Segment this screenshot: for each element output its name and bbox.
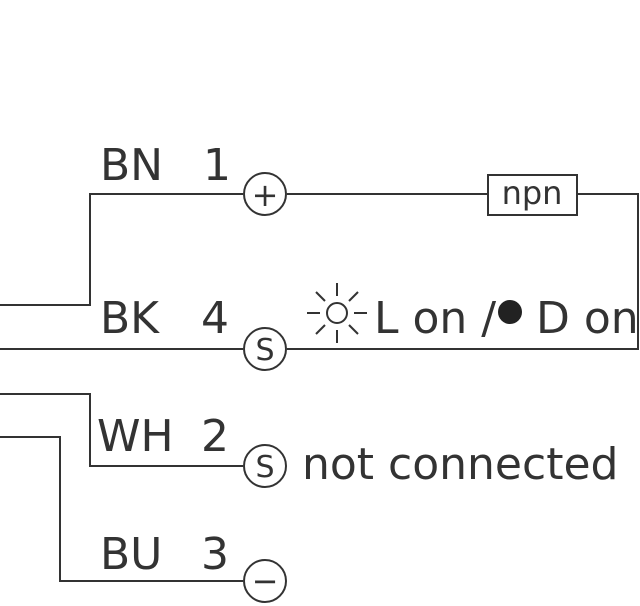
not-connected-text: not connected — [302, 439, 618, 490]
dark-on-text: D on — [536, 293, 639, 344]
label-bn-pin: 1 — [203, 140, 231, 191]
npn-box — [487, 174, 578, 216]
terminal-bu-symbol: − — [252, 562, 279, 600]
label-bk-code: BK — [100, 293, 160, 344]
wire-bu — [0, 436, 243, 582]
label-wh-code: WH — [97, 411, 174, 462]
wire-bn — [0, 193, 243, 306]
terminal-bk-symbol: S — [255, 333, 274, 368]
label-wh-pin: 2 — [201, 411, 229, 462]
terminal-bk: S — [243, 327, 287, 371]
wire-wh — [0, 393, 243, 467]
terminal-wh: S — [243, 444, 287, 488]
label-bu-code: BU — [100, 529, 162, 580]
dot-icon — [498, 300, 522, 324]
label-bu-pin: 3 — [201, 529, 229, 580]
wire-npn-to-bk — [287, 193, 639, 350]
terminal-bn-symbol: + — [252, 176, 279, 214]
terminal-wh-symbol: S — [255, 450, 274, 485]
terminal-bn: + — [243, 172, 287, 216]
sun-icon — [307, 283, 367, 343]
light-on-text: L on / — [374, 293, 496, 344]
label-bn-code: BN — [100, 140, 163, 191]
label-bk-pin: 4 — [201, 293, 229, 344]
terminal-bu: − — [243, 559, 287, 603]
npn-label: npn — [502, 174, 563, 212]
